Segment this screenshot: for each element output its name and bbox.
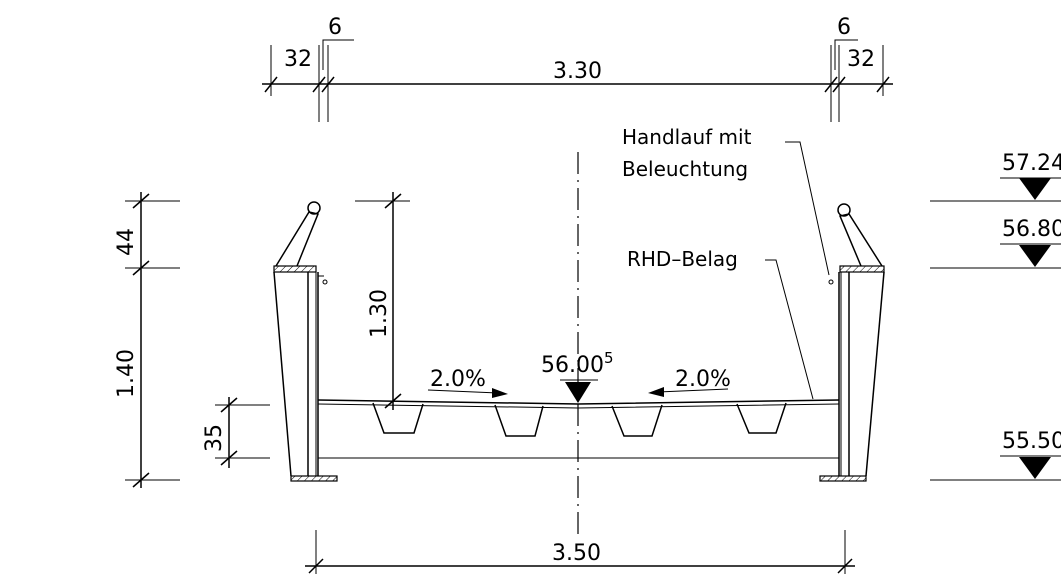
level-lines <box>930 177 1061 481</box>
level-label-3: 55.50 <box>1002 429 1061 454</box>
trough-stiffeners <box>372 402 787 437</box>
dim-bottom-width: 3.50 <box>552 541 601 566</box>
dim-top-left-plate: 6 <box>328 15 342 40</box>
slope-right-label: 2.0% <box>675 367 731 392</box>
handrail-label-line2: Beleuchtung <box>622 157 748 181</box>
center-level-value: 56.005 <box>541 349 614 378</box>
handrail-label-line1: Handlauf mit <box>622 125 752 149</box>
level-label-2: 56.80 <box>1002 217 1061 242</box>
dim-top-left-offset: 32 <box>284 47 312 72</box>
deck-plate <box>317 399 840 459</box>
left-girder <box>273 201 338 482</box>
surface-leader <box>765 259 814 400</box>
right-girder <box>819 203 885 482</box>
dim-top-right-offset: 32 <box>847 47 875 72</box>
slope-left-label: 2.0% <box>430 367 486 392</box>
dim-height-railing: 1.30 <box>367 289 392 338</box>
dim-top-right-plate: 6 <box>837 15 851 40</box>
level-label-1: 57.24 <box>1002 151 1061 176</box>
surface-label: RHD–Belag <box>627 247 738 271</box>
left-dimension-chain <box>125 192 270 488</box>
bottom-dimension <box>305 530 855 574</box>
dim-height-total: 1.40 <box>114 349 139 398</box>
top-dimension-chain <box>262 39 893 122</box>
dim-top-span: 3.30 <box>553 59 602 84</box>
dim-height-deck: 35 <box>202 424 227 452</box>
handrail-leader <box>785 141 830 276</box>
center-level-marker <box>560 379 598 403</box>
dim-height-upper: 44 <box>114 228 139 256</box>
slope-arrows <box>427 387 729 398</box>
